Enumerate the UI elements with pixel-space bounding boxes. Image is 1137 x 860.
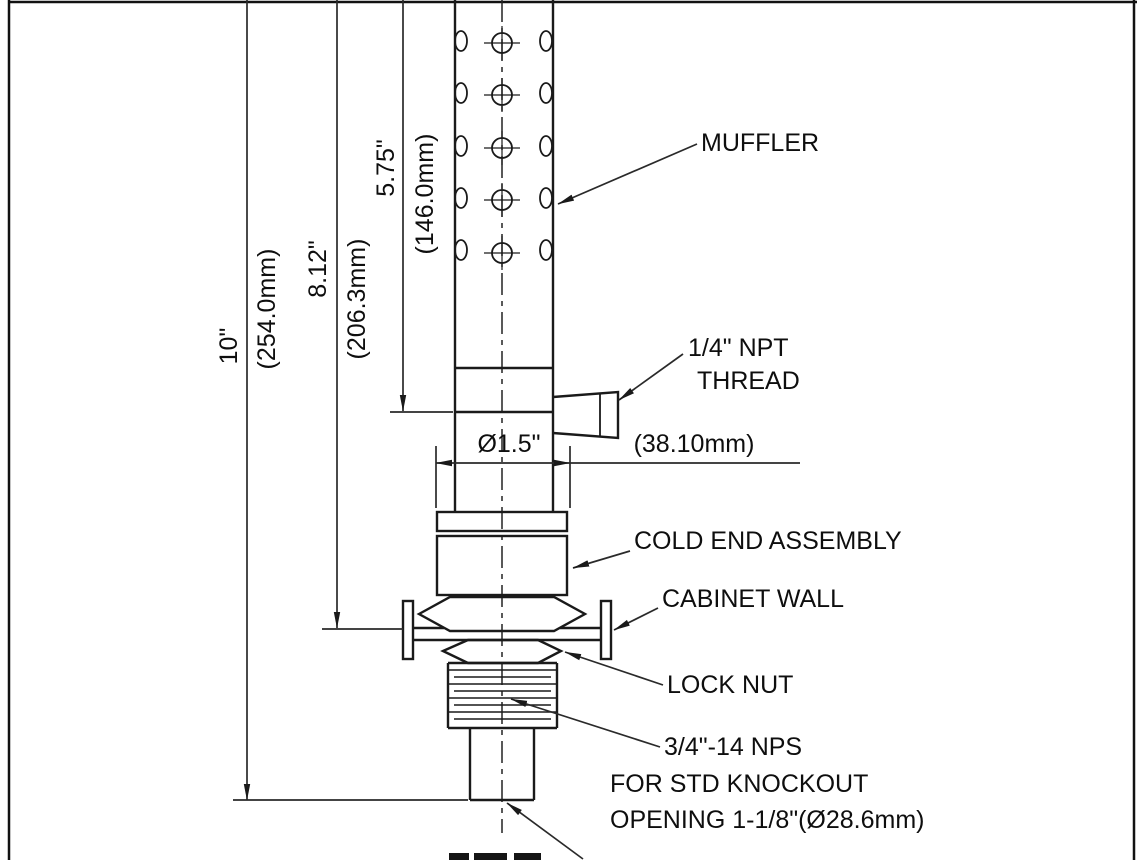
hole-crosshairs bbox=[484, 26, 520, 270]
dim-muffler-mm: (146.0mm) bbox=[411, 134, 439, 255]
threaded-section bbox=[446, 661, 559, 730]
clipped-bottom-label-fragment bbox=[449, 853, 541, 860]
callout-lock-nut: LOCK NUT bbox=[564, 651, 793, 699]
mounting-nut bbox=[416, 595, 588, 633]
dim-wall-mm: (206.3mm) bbox=[343, 239, 371, 360]
callout-cabinet-wall: CABINET WALL bbox=[613, 585, 844, 631]
dim-diameter-in: Ø1.5" bbox=[477, 430, 540, 458]
dim-overall-length: 10" (254.0mm) bbox=[215, 0, 468, 801]
dim-diameter-mm: (38.10mm) bbox=[634, 430, 755, 458]
cabinet-wall-section bbox=[401, 599, 613, 661]
knockout-label-line1: 3/4"-14 NPS bbox=[664, 733, 802, 761]
cabinet-wall-label: CABINET WALL bbox=[662, 585, 844, 613]
callout-npt-thread: 1/4" NPT THREAD bbox=[618, 334, 800, 401]
callout-cold-end: COLD END ASSEMBLY bbox=[572, 527, 902, 569]
drawing-frame bbox=[7, 0, 1137, 860]
bottom-outlet-leader bbox=[449, 802, 584, 860]
dim-wall-in: 8.12" bbox=[304, 240, 332, 298]
dim-overall-in: 10" bbox=[215, 328, 243, 365]
npt-thread-label-line2: THREAD bbox=[697, 367, 800, 395]
callout-knockout: 3/4"-14 NPS FOR STD KNOCKOUT OPENING 1-1… bbox=[510, 698, 925, 834]
dim-to-wall: 8.12" (206.3mm) bbox=[304, 0, 403, 630]
muffler-label: MUFFLER bbox=[701, 129, 819, 157]
knockout-label-line3: OPENING 1-1/8"(Ø28.6mm) bbox=[610, 806, 925, 834]
npt-port bbox=[552, 390, 620, 440]
muffler-holes bbox=[454, 26, 553, 270]
knockout-label-line2: FOR STD KNOCKOUT bbox=[610, 770, 868, 798]
cold-end-assembly bbox=[435, 510, 569, 597]
dim-muffler-in: 5.75" bbox=[372, 139, 400, 197]
lock-nut-label: LOCK NUT bbox=[667, 671, 793, 699]
outlet-tube bbox=[468, 728, 536, 802]
dim-diameter: Ø1.5" (38.10mm) bbox=[435, 430, 800, 508]
npt-thread-label-line1: 1/4" NPT bbox=[688, 334, 789, 362]
muffler-body bbox=[453, 0, 555, 512]
dim-muffler-length: 5.75" (146.0mm) bbox=[372, 0, 453, 413]
dim-overall-mm: (254.0mm) bbox=[253, 249, 281, 370]
cold-end-label: COLD END ASSEMBLY bbox=[634, 527, 902, 555]
thread-lines bbox=[448, 669, 557, 720]
callout-muffler: MUFFLER bbox=[557, 129, 819, 205]
